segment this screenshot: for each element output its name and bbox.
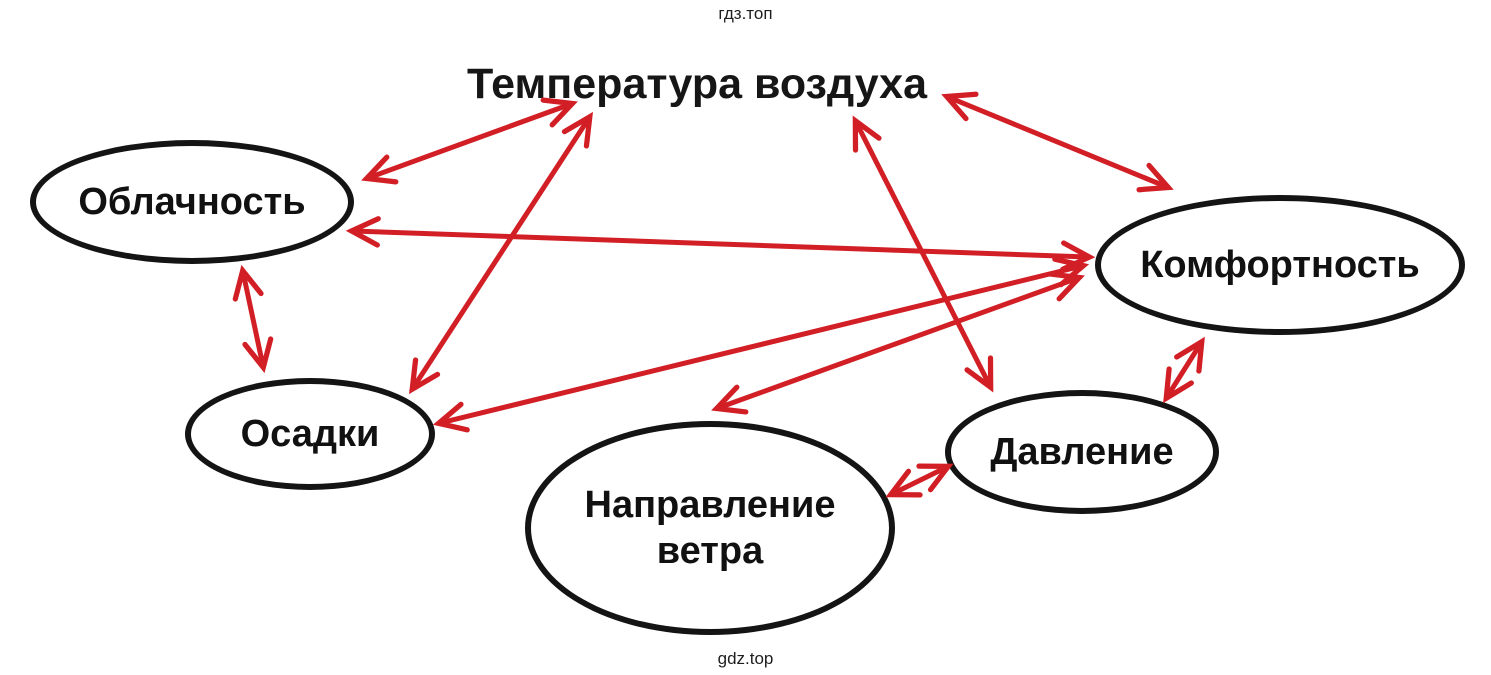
watermark-top: гдз.топ xyxy=(718,4,773,23)
node-napravlenie-vetra: Направление ветра xyxy=(525,421,895,635)
edge-osadki--temperatura-vozduha xyxy=(408,111,594,395)
edge-oblachnost--temperatura-vozduha xyxy=(361,97,578,185)
node-osadki-label: Осадки xyxy=(240,412,380,455)
edge-osadki--komfortnost xyxy=(432,256,1090,433)
node-komfortnost-label: Комфортность xyxy=(1140,243,1420,286)
edge-temperatura-vozduha--davlenie xyxy=(852,115,994,393)
edge-napravlenie-vetra--davlenie xyxy=(885,463,954,498)
edge-oblachnost--osadki xyxy=(232,264,274,374)
edge-davlenie--komfortnost xyxy=(1163,336,1205,404)
watermark-bottom: gdz.top xyxy=(717,649,774,668)
node-oblachnost: Облачность xyxy=(30,140,354,264)
node-napravlenie-vetra-label: Направление ветра xyxy=(584,483,836,572)
node-osadki: Осадки xyxy=(185,378,435,490)
node-davlenie: Давление xyxy=(945,390,1219,514)
node-davlenie-label: Давление xyxy=(990,430,1174,473)
node-oblachnost-label: Облачность xyxy=(78,180,306,223)
node-temperatura-vozduha: Температура воздуха xyxy=(467,60,927,108)
node-komfortnost: Комфортность xyxy=(1095,195,1465,335)
edge-napravlenie-vetra--komfortnost xyxy=(711,271,1085,415)
edge-oblachnost--komfortnost xyxy=(345,216,1096,272)
edge-temperatura-vozduha--komfortnost xyxy=(941,91,1174,193)
